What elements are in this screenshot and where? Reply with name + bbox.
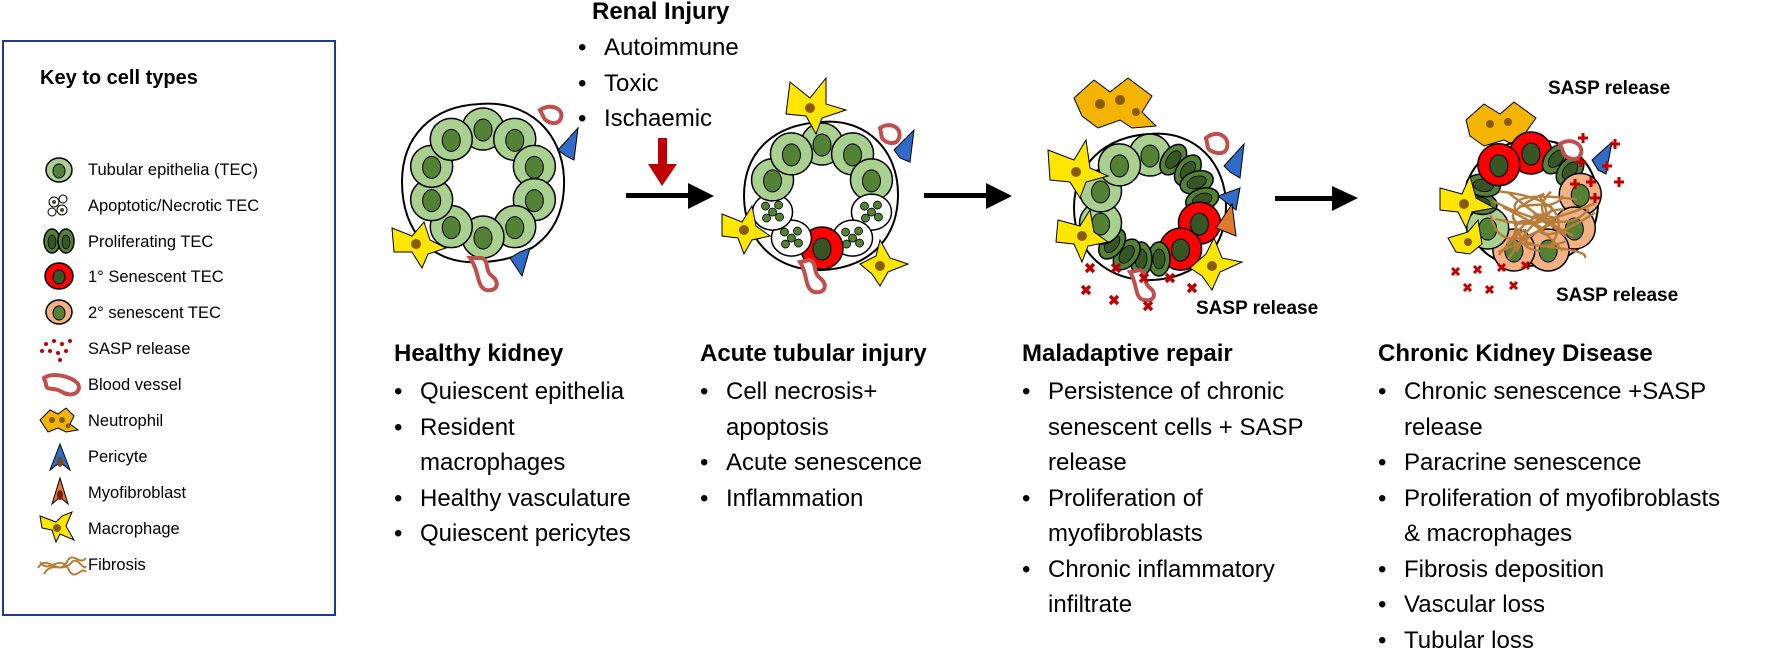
list-item: Chronic inflammatory [1020, 552, 1303, 588]
list-item: Persistence of chronic [1020, 374, 1303, 410]
sasp-release-icon [1082, 264, 1196, 310]
healthy-tubule-illustration [380, 90, 590, 300]
list-item: Proliferation of [1020, 481, 1303, 517]
list-item: Fibrosis deposition [1376, 552, 1720, 588]
list-item: Healthy vasculature [392, 481, 631, 517]
list-item: release [1020, 445, 1303, 481]
list-item: Quiescent pericytes [392, 516, 631, 552]
stage-title-ckd: Chronic Kidney Disease [1378, 340, 1653, 368]
neutrophil-icon [1074, 78, 1156, 128]
list-item: Vascular loss [1376, 587, 1720, 623]
sasp-label-maladaptive: SASP release [1196, 298, 1318, 320]
sasp-label-ckd-top: SASP release [1548, 78, 1670, 100]
list-item: Tubular loss [1376, 623, 1720, 658]
stage-list-acute: Cell necrosis+ apoptosis Acute senescenc… [698, 374, 922, 516]
stage-title-healthy: Healthy kidney [394, 340, 563, 368]
list-item: Acute senescence [698, 445, 922, 481]
stage-title-acute: Acute tubular injury [700, 340, 927, 368]
list-item: Resident [392, 410, 631, 446]
stage-list-healthy: Quiescent epithelia Resident macrophages… [392, 374, 631, 552]
list-item: myofibroblasts [1020, 516, 1303, 552]
list-item: & macrophages [1376, 516, 1720, 552]
list-item: macrophages [392, 445, 631, 481]
sasp-marks-ckd [1450, 130, 1670, 300]
list-item: apoptosis [698, 410, 922, 446]
tubular-epithelia-icon [430, 118, 472, 160]
list-item: Proliferation of myofibroblasts [1376, 481, 1720, 517]
sasp-label-ckd-bottom: SASP release [1556, 285, 1678, 307]
list-item: Paracrine senescence [1376, 445, 1720, 481]
list-item: Quiescent epithelia [392, 374, 631, 410]
list-item: Cell necrosis+ [698, 374, 922, 410]
stage-list-maladaptive: Persistence of chronic senescent cells +… [1020, 374, 1303, 623]
stage-arrow-3 [1275, 186, 1358, 211]
acute-injury-illustration [700, 60, 940, 300]
injury-arrow [648, 138, 677, 186]
sasp-release-icon-lower [1452, 262, 1529, 293]
list-item: infiltrate [1020, 587, 1303, 623]
list-item: release [1376, 410, 1720, 446]
tubular-epithelia-icon [770, 133, 812, 175]
stage-title-maladaptive: Maladaptive repair [1022, 340, 1233, 368]
sasp-release-icon [1570, 133, 1624, 203]
list-item: Chronic senescence +SASP [1376, 374, 1720, 410]
list-item: Inflammation [698, 481, 922, 517]
stage-list-ckd: Chronic senescence +SASP release Paracri… [1376, 374, 1720, 658]
list-item: senescent cells + SASP [1020, 410, 1303, 446]
tubular-epithelia-icon [1098, 144, 1140, 186]
